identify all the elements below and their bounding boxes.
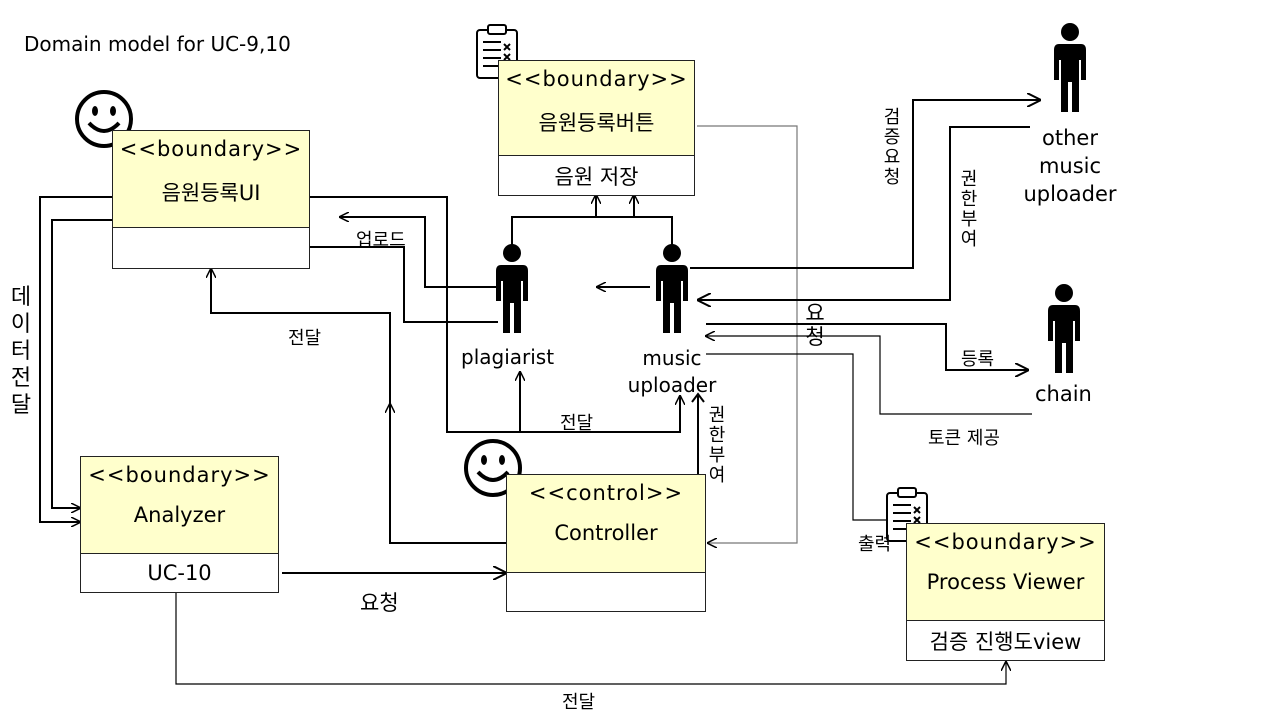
class-name: Controller bbox=[554, 521, 658, 545]
class-operation: 음원 저장 bbox=[554, 164, 639, 189]
actor-label-plagiarist: plagiarist bbox=[461, 345, 555, 369]
analyzer-class: <<boundary>> Analyzer UC-10 bbox=[80, 456, 279, 593]
actor-label-other-uploader: other music uploader bbox=[1023, 126, 1117, 206]
class-operation: 검증 진행도view bbox=[929, 629, 1082, 654]
stereotype-label: <<control>> bbox=[528, 481, 684, 505]
upload-button-class: <<boundary>> 음원등록버튼 음원 저장 bbox=[498, 60, 695, 196]
label-grant-mid: 권 한 부 여 bbox=[708, 405, 726, 486]
actor-label-music-uploader: music uploader bbox=[627, 346, 717, 397]
plagiarist-actor-icon bbox=[496, 244, 528, 333]
stereotype-label: <<boundary>> bbox=[88, 463, 271, 487]
label-output: 출력 bbox=[858, 534, 892, 555]
label-register: 등록 bbox=[961, 349, 995, 370]
process-viewer-class: <<boundary>> Process Viewer 검증 진행도view bbox=[906, 523, 1105, 661]
label-request-mid: 요 청 bbox=[805, 301, 825, 349]
class-name: 음원등록UI bbox=[161, 181, 261, 205]
label-token: 토큰 제공 bbox=[928, 428, 1000, 449]
label-data-deliver: 데 이 터 전 달 bbox=[10, 285, 32, 418]
class-operation bbox=[113, 228, 309, 268]
class-operation: UC-10 bbox=[147, 561, 212, 585]
label-deliver-bottom: 전달 bbox=[562, 692, 596, 713]
stereotype-label: <<boundary>> bbox=[505, 67, 688, 91]
class-name: Process Viewer bbox=[926, 570, 1085, 594]
label-request-bottom: 요청 bbox=[360, 591, 399, 615]
class-operation bbox=[507, 573, 705, 611]
music-uploader-actor-icon bbox=[656, 244, 688, 333]
label-verify-request: 검 증 요 청 bbox=[883, 107, 901, 188]
stereotype-label: <<boundary>> bbox=[119, 137, 303, 161]
actor-label-chain: chain bbox=[1035, 382, 1092, 406]
label-grant-top: 권 한 부 여 bbox=[960, 169, 978, 250]
label-upload: 업로드 bbox=[356, 230, 406, 251]
diagram-title: Domain model for UC-9,10 bbox=[24, 32, 291, 56]
class-name: 음원등록버튼 bbox=[538, 111, 655, 135]
controller-class: <<control>> Controller bbox=[506, 474, 706, 612]
upload-ui-class: <<boundary>> 음원등록UI bbox=[112, 130, 310, 269]
other-uploader-actor-icon bbox=[1054, 23, 1086, 112]
label-deliver-mid: 전달 bbox=[560, 413, 594, 434]
class-name: Analyzer bbox=[133, 503, 226, 527]
label-deliver-ui: 전달 bbox=[288, 328, 322, 349]
chain-actor-icon bbox=[1048, 284, 1080, 373]
stereotype-label: <<boundary>> bbox=[914, 530, 1097, 554]
